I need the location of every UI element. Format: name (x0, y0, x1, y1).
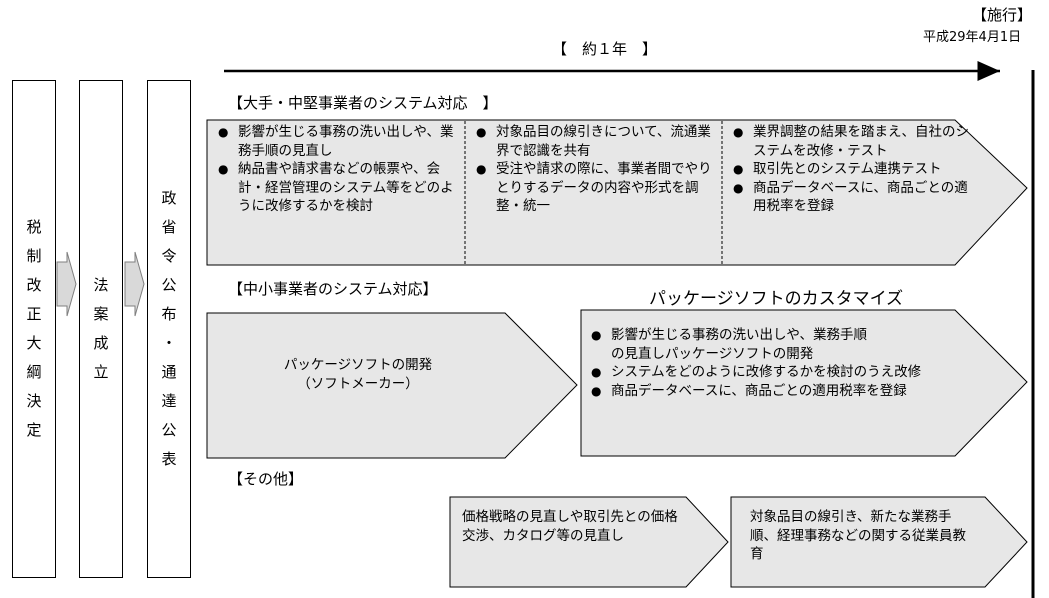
small-business-title: 【中小事業者のシステム対応】 (228, 280, 438, 298)
other-left-arrow (449, 496, 729, 588)
step-label-char: 令 (161, 247, 177, 265)
step-label-ordinance: 政省令公布・通達公表 (161, 184, 176, 474)
step-label-char: 達 (161, 392, 177, 410)
step-label-bill-passed: 法案成立 (93, 271, 108, 387)
step-label-char: 案 (93, 305, 109, 323)
package-dev-line1: パッケージソフトの開発 (283, 357, 433, 373)
step-box-ordinance: 政省令公布・通達公表 (147, 80, 191, 578)
effective-date: 平成29年4月1日 (923, 30, 1022, 45)
large-col3-item: 取引先とのシステム連携テスト (733, 160, 973, 179)
step-label-tax-reform: 税制改正大綱決定 (26, 213, 41, 445)
other-right-text: 対象品目の線引き、新たな業務手順、経理事務などの関する従業員教育 (750, 509, 966, 562)
step-label-char: 税 (26, 218, 42, 236)
package-dev-line2: （ソフトメーカー） (297, 375, 419, 392)
step-label-char: 成 (93, 334, 109, 352)
step-label-char: 通 (161, 363, 177, 381)
large-col3-item: 業界調整の結果を踏まえ、自社のシステムを改修・テスト (733, 123, 973, 160)
large-column-1: 影響が生じる事務の洗い出しや、業務手順の見直し 納品書や請求書などの帳票や、会計… (218, 123, 458, 216)
step-label-char: 制 (26, 247, 42, 265)
customize-item: 商品データベースに、商品ごとの適用税率を登録 (591, 382, 971, 401)
customize-list: 影響が生じる事務の洗い出しや、業務手順の見直しパッケージソフトの開発 システムを… (591, 326, 971, 400)
large-business-title: 【大手・中堅事業者のシステム対応 】 (228, 94, 498, 112)
large-column-2: 対象品目の線引きについて、流通業界で認識を共有 受注や請求の際に、事業者間でやり… (476, 123, 716, 216)
large-col1-item: 影響が生じる事務の洗い出しや、業務手順の見直し (218, 123, 458, 160)
step-label-char: ・ (161, 334, 177, 352)
step-label-char: 省 (161, 218, 177, 236)
step-label-char: 布 (161, 305, 177, 323)
step-arrow-2 (124, 251, 145, 317)
step-label-char: 決 (26, 392, 42, 410)
step-label-char: 大 (26, 334, 42, 352)
customize-title: パッケージソフトのカスタマイズ (649, 289, 904, 309)
step-box-tax-reform: 税制改正大綱決定 (12, 80, 56, 578)
large-col2-item: 対象品目の線引きについて、流通業界で認識を共有 (476, 123, 716, 160)
effective-label: 【施行】 (972, 6, 1033, 24)
step-label-char: 公 (161, 276, 177, 294)
customize-item: 影響が生じる事務の洗い出しや、業務手順の見直しパッケージソフトの開発 (591, 326, 971, 363)
step-label-char: 綱 (26, 363, 42, 381)
large-col3-item: 商品データベースに、商品ごとの適用税率を登録 (733, 179, 973, 216)
package-dev-arrow (206, 312, 578, 459)
step-label-char: 立 (93, 363, 109, 381)
step-label-char: 法 (93, 276, 109, 294)
large-col1-item: 納品書や請求書などの帳票や、会計・経営管理のシステム等をどのように改修するかを検… (218, 160, 458, 216)
step-box-bill-passed: 法案成立 (79, 80, 123, 578)
customize-item: システムをどのように改修するかを検討のうえ改修 (591, 363, 971, 382)
other-left-text: 価格戦略の見直しや取引先との価格交渉、カタログ等の見直し (462, 509, 678, 544)
step-label-char: 表 (161, 450, 177, 468)
step-label-char: 政 (161, 189, 177, 207)
step-label-char: 改 (26, 276, 42, 294)
step-arrow-1 (56, 251, 77, 317)
other-title: 【その他】 (228, 470, 304, 488)
period-label: 【 約１年 】 (552, 40, 658, 58)
package-dev-label: パッケージソフトの開発 （ソフトメーカー） (258, 356, 458, 393)
other-right-arrow (730, 496, 1028, 588)
large-column-3: 業界調整の結果を踏まえ、自社のシステムを改修・テスト 取引先とのシステム連携テス… (733, 123, 973, 216)
large-col2-item: 受注や請求の際に、事業者間でやりとりするデータの内容や形式を調整・統一 (476, 160, 716, 216)
step-label-char: 定 (26, 421, 42, 439)
step-label-char: 正 (26, 305, 42, 323)
step-label-char: 公 (161, 421, 177, 439)
